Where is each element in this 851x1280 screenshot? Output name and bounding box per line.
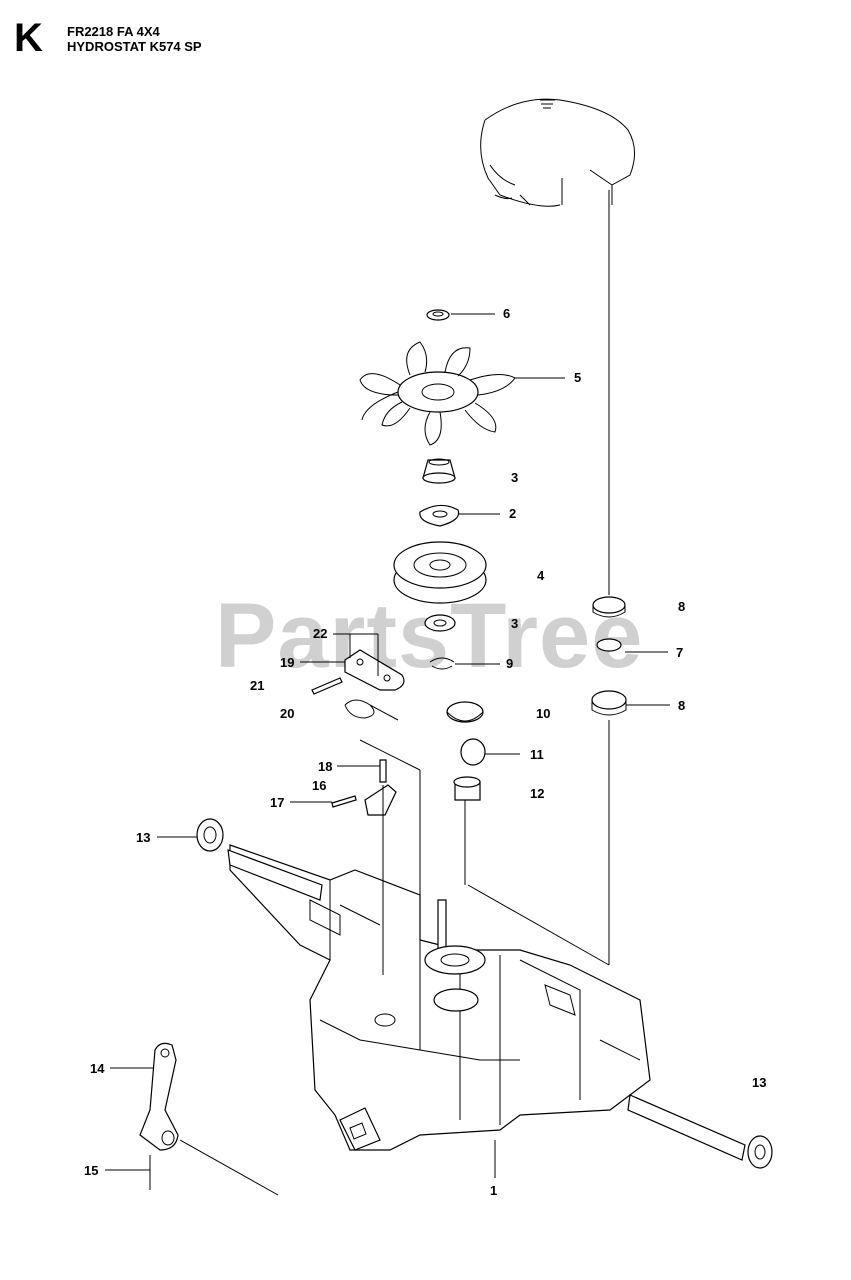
callout-13-right: 13 bbox=[752, 1075, 766, 1090]
part-13-seal-left bbox=[196, 818, 224, 852]
callout-11: 11 bbox=[530, 747, 544, 762]
part-8-collar-upper bbox=[592, 596, 626, 618]
part-1-transaxle-housing bbox=[229, 844, 651, 1151]
callout-10: 10 bbox=[536, 706, 550, 721]
callout-13-left: 13 bbox=[136, 830, 150, 845]
part-3-hub-upper bbox=[422, 458, 456, 484]
part-19-bracket bbox=[344, 649, 405, 691]
part-3-washer-lower bbox=[424, 614, 456, 632]
part-6-washer bbox=[426, 309, 450, 321]
callout-21: 21 bbox=[250, 678, 264, 693]
part-12-bushing bbox=[453, 776, 481, 801]
callout-16: 16 bbox=[312, 778, 326, 793]
callout-2: 2 bbox=[509, 506, 516, 521]
callout-6: 6 bbox=[503, 306, 510, 321]
axle-right bbox=[627, 1094, 746, 1161]
callout-7: 7 bbox=[676, 645, 683, 660]
section-letter: K bbox=[14, 16, 43, 60]
callout-8-lower: 8 bbox=[678, 698, 685, 713]
callout-5: 5 bbox=[574, 370, 581, 385]
leader-lines bbox=[105, 313, 670, 1178]
callout-19: 19 bbox=[280, 655, 294, 670]
part-7-ring bbox=[596, 638, 622, 652]
callout-20: 20 bbox=[280, 706, 294, 721]
callout-17: 17 bbox=[270, 795, 284, 810]
part-9-snap-ring bbox=[429, 657, 455, 670]
callout-9: 9 bbox=[506, 656, 513, 671]
part-18-bolt bbox=[379, 759, 387, 783]
watermark: PartsTree bbox=[215, 585, 644, 687]
callout-3-lower: 3 bbox=[511, 616, 518, 631]
part-14-arm bbox=[139, 1042, 179, 1151]
callout-8-upper: 8 bbox=[678, 599, 685, 614]
part-10-cap bbox=[446, 701, 484, 723]
part-11-o-ring bbox=[460, 738, 486, 766]
callout-4: 4 bbox=[537, 568, 545, 583]
callout-22: 22 bbox=[313, 626, 327, 641]
part-2-plate bbox=[419, 504, 460, 527]
part-21-pin bbox=[311, 677, 343, 695]
callout-12: 12 bbox=[530, 786, 544, 801]
callout-15: 15 bbox=[84, 1163, 98, 1178]
diagram-subtitle: HYDROSTAT K574 SP bbox=[67, 39, 202, 54]
guide-line-transaxle bbox=[467, 884, 610, 966]
callout-14: 14 bbox=[90, 1061, 105, 1076]
guide-line-arm bbox=[179, 1139, 279, 1196]
part-16-lever bbox=[364, 784, 397, 816]
part-8-collar-lower bbox=[591, 690, 627, 716]
callout-3-upper: 3 bbox=[511, 470, 518, 485]
part-17-pin bbox=[331, 795, 357, 808]
guide-line-bracket bbox=[359, 739, 421, 771]
engine-outline bbox=[480, 98, 635, 207]
part-5-fan bbox=[359, 341, 516, 446]
callout-18: 18 bbox=[318, 759, 332, 774]
model-title: FR2218 FA 4X4 bbox=[67, 24, 160, 39]
axle-left bbox=[227, 849, 323, 901]
part-4-pulley bbox=[393, 541, 487, 604]
part-13-seal-right bbox=[747, 1135, 773, 1169]
callout-1: 1 bbox=[490, 1183, 497, 1198]
part-20-spring bbox=[344, 699, 399, 721]
